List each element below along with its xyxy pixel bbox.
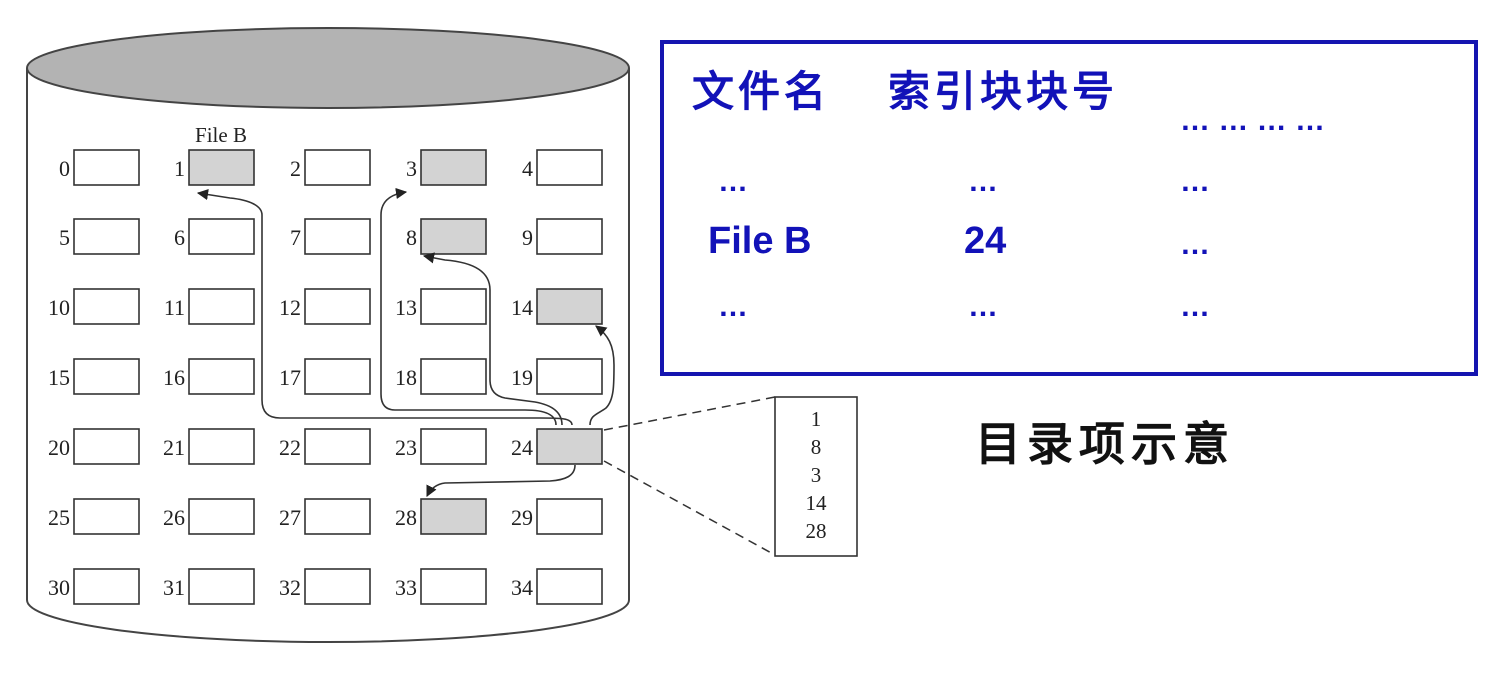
row-2-other: … [1180,228,1210,261]
disk-block-24 [536,428,603,465]
disk-block-number-15: 15 [48,365,70,390]
disk-block-23 [420,428,487,465]
disk-block-number-17: 17 [279,365,301,390]
directory-entry-table [660,40,1478,376]
disk-block-number-13: 13 [395,295,417,320]
disk-block-number-18: 18 [395,365,417,390]
disk-block-number-6: 6 [174,225,185,250]
disk-block-4 [536,149,603,186]
disk-block-number-33: 33 [395,575,417,600]
disk-block-27 [304,498,371,535]
disk-block-number-19: 19 [511,365,533,390]
disk-cylinder-top [26,27,630,109]
disk-block-12 [304,288,371,325]
disk-block-number-3: 3 [406,156,417,181]
disk-block-32 [304,568,371,605]
disk-block-2 [304,149,371,186]
row-3-other: … [1180,290,1210,323]
disk-block-31 [188,568,255,605]
row-1-file-name: … [718,165,748,198]
diagram-caption: 目录项示意 [975,417,1235,471]
disk-block-number-7: 7 [290,225,301,250]
index-entry-14: 14 [806,491,828,515]
disk-block-33 [420,568,487,605]
pointer-to-block-28 [426,464,576,498]
disk-block-1 [188,149,255,186]
disk-block-34 [536,568,603,605]
disk-block-7 [304,218,371,255]
disk-block-16 [188,358,255,395]
disk-block-10 [73,288,140,325]
row-3-index-block: … [968,290,998,323]
index-entry-1: 1 [811,407,822,431]
disk-block-22 [304,428,371,465]
index-entry-8: 8 [811,435,822,459]
index-entry-28: 28 [806,519,827,543]
disk-block-30 [73,568,140,605]
disk-block-number-23: 23 [395,435,417,460]
disk-block-number-11: 11 [164,295,185,320]
disk-block-number-14: 14 [511,295,533,320]
disk-block-number-24: 24 [511,435,533,460]
disk-block-26 [188,498,255,535]
pointer-to-block-14 [589,325,615,426]
file-b-label: File B [195,123,247,147]
disk-block-number-12: 12 [279,295,301,320]
disk-block-28 [420,498,487,535]
disk-block-number-5: 5 [59,225,70,250]
disk-block-17 [304,358,371,395]
disk-block-5 [73,218,140,255]
disk-block-number-0: 0 [59,156,70,181]
row-1-other: … [1180,165,1210,198]
disk-block-25 [73,498,140,535]
pointer-to-block-8 [422,252,563,426]
disk-block-number-26: 26 [163,505,185,530]
disk-block-number-9: 9 [522,225,533,250]
disk-block-11 [188,288,255,325]
disk-block-14 [536,288,603,325]
disk-block-number-29: 29 [511,505,533,530]
disk-block-number-1: 1 [174,156,185,181]
disk-block-number-8: 8 [406,225,417,250]
disk-block-18 [420,358,487,395]
disk-block-number-4: 4 [522,156,533,181]
disk-block-20 [73,428,140,465]
disk-block-number-30: 30 [48,575,70,600]
row-2-file-name: File B [708,220,812,262]
disk-block-9 [536,218,603,255]
disk-block-number-22: 22 [279,435,301,460]
header-more-columns: … … … … [1180,104,1326,137]
disk-block-number-34: 34 [511,575,533,600]
disk-block-0 [73,149,140,186]
disk-block-19 [536,358,603,395]
disk-block-number-32: 32 [279,575,301,600]
disk-block-13 [420,288,487,325]
disk-block-21 [188,428,255,465]
disk-block-number-21: 21 [163,435,185,460]
disk-block-number-25: 25 [48,505,70,530]
header-index-block-number: 索引块块号 [888,67,1119,116]
disk-block-number-2: 2 [290,156,301,181]
header-file-name: 文件名 [692,67,831,116]
disk-block-8 [420,218,487,255]
callout-line-bottom [603,460,776,556]
disk-block-3 [420,149,487,186]
disk-block-number-28: 28 [395,505,417,530]
index-entry-3: 3 [811,463,822,487]
disk-block-6 [188,218,255,255]
disk-block-15 [73,358,140,395]
index-block-detail [774,396,858,557]
disk-block-number-31: 31 [163,575,185,600]
disk-block-number-27: 27 [279,505,301,530]
disk-block-number-10: 10 [48,295,70,320]
row-1-index-block: … [968,165,998,198]
row-2-index-block: 24 [964,220,1007,262]
disk-block-number-16: 16 [163,365,185,390]
disk-block-29 [536,498,603,535]
disk-block-number-20: 20 [48,435,70,460]
pointer-to-block-3 [380,187,557,426]
row-3-file-name: … [718,290,748,323]
